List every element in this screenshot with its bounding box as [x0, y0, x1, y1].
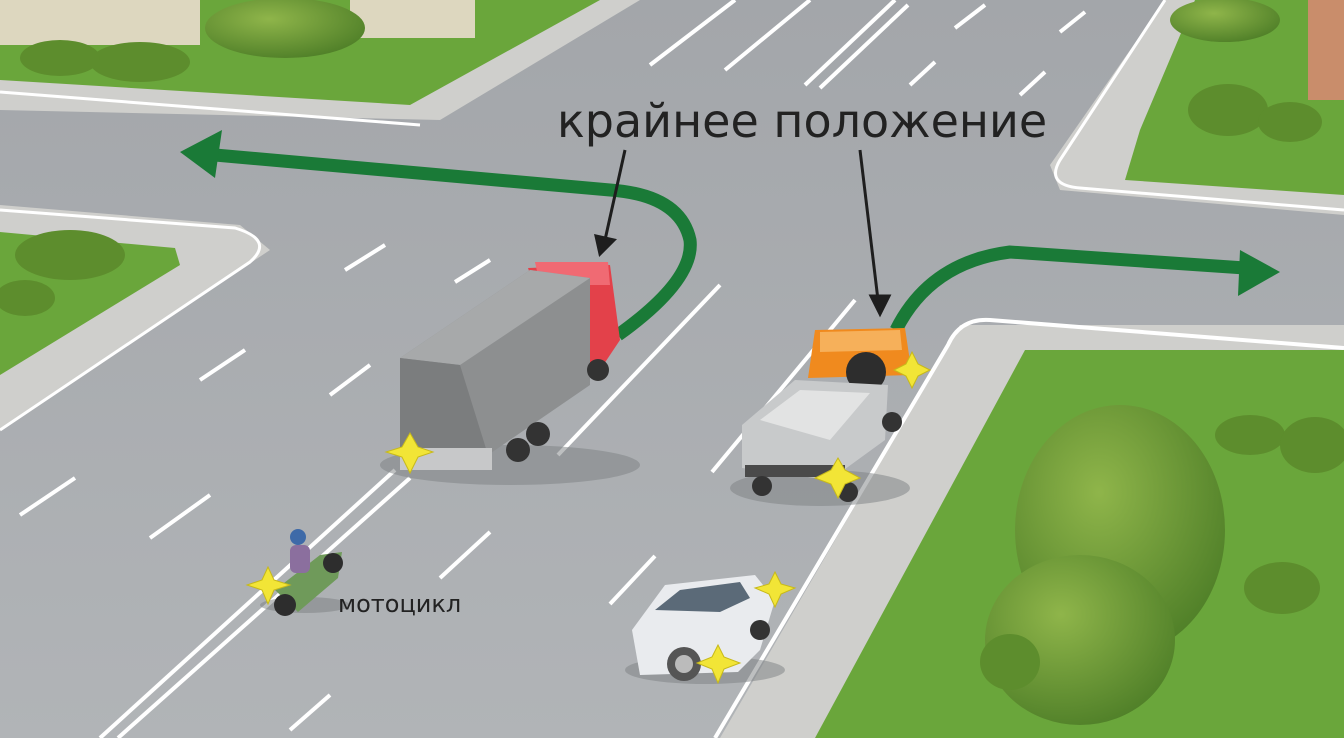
orange-truck — [730, 328, 912, 506]
left-turn-arrow-icon — [180, 130, 697, 341]
building-top-right — [1308, 0, 1344, 100]
lane-lines-solid — [556, 283, 857, 474]
right-turn-arrow-icon — [890, 245, 1280, 333]
curb-line — [0, 208, 262, 432]
red-truck — [380, 262, 640, 485]
motorcycle — [260, 529, 350, 616]
turn-signal-icon — [245, 350, 932, 685]
label-extreme-position: крайнее положение — [557, 94, 1047, 148]
curb-line — [0, 90, 421, 127]
building-top-center — [350, 0, 475, 38]
lane-markings — [18, 0, 1087, 732]
curb-line — [1054, 0, 1344, 212]
label-motorcycle: мотоцикл — [338, 590, 461, 618]
white-car — [625, 575, 785, 684]
label-pointers — [594, 149, 892, 318]
curb-line — [713, 317, 1344, 738]
building-top-left — [0, 0, 200, 45]
